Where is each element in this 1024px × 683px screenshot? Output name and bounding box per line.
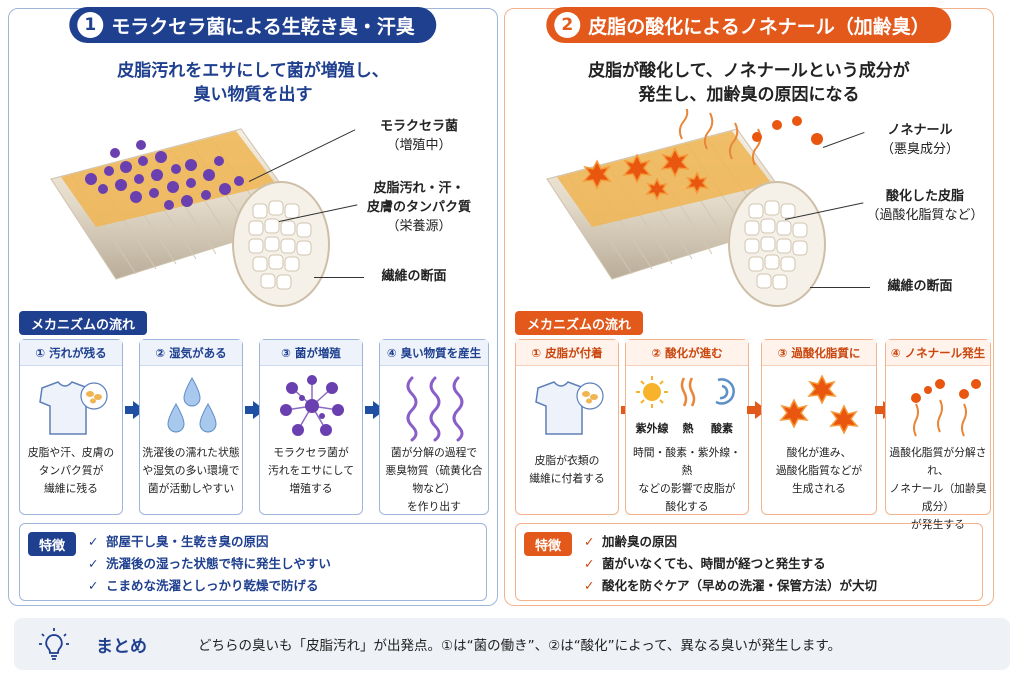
- check-icon: ✓: [88, 578, 99, 593]
- feature-item: ✓酸化を防ぐケア（早めの洗濯・保管方法）が大切: [584, 575, 877, 597]
- summary-bar: まとめ どちらの臭いも「皮脂汚れ」が出発点。①は“菌の働き”、②は“酸化”によっ…: [14, 618, 1010, 670]
- mechanism-label: メカニズムの流れ: [19, 311, 148, 335]
- fiber-oxidation-illustration: [546, 109, 826, 307]
- icon-label-uv: 紫外線: [636, 421, 669, 435]
- features-label: 特徴: [524, 532, 572, 556]
- step-card: ② 湿気がある 洗濯後の濡れた状態や湿気の多い環境で菌が活動しやすい: [139, 339, 243, 515]
- check-icon: ✓: [584, 578, 595, 593]
- step-title: ② 酸化が進む: [626, 340, 748, 366]
- moraxella-panel: 1 モラクセラ菌による生乾き臭・汗臭 皮脂汚れをエサにして菌が増殖し、 臭い物質…: [8, 7, 498, 606]
- panel-title: 2 皮脂の酸化によるノネナール（加齢臭）: [546, 7, 952, 43]
- shirt-icon: [39, 381, 108, 435]
- step-text: 洗濯後の濡れた状態や湿気の多い環境で菌が活動しやすい: [142, 446, 240, 495]
- mechanism-label: メカニズムの流れ: [515, 311, 644, 335]
- feature-item: ✓部屋干し臭・生乾き臭の原因: [88, 531, 331, 553]
- lightbulb-icon: [39, 628, 69, 660]
- features-box: 特徴 ✓加齢臭の原因 ✓菌がいなくても、時間が経つと発生する ✓酸化を防ぐケア（…: [515, 523, 983, 601]
- subtitle-line: 皮脂汚れをエサにして菌が増殖し、: [117, 61, 389, 81]
- icon-label-oxygen: 酸素: [711, 421, 733, 435]
- check-icon: ✓: [584, 556, 595, 571]
- callout-sebum: 皮脂汚れ・汗・皮膚のタンパク質（栄養源）: [366, 181, 471, 234]
- peroxide-burst-icon: [779, 374, 859, 435]
- oxygen-icon: [715, 378, 735, 405]
- nonenal-panel: 2 皮脂の酸化によるノネナール（加齢臭） 皮脂が酸化して、ノネナールという成分が…: [504, 7, 994, 606]
- step-card: ① 汚れが残る 皮脂や汗、皮膚のタンパク質が繊維に残る: [19, 339, 123, 515]
- check-icon: ✓: [88, 534, 99, 549]
- features-label: 特徴: [28, 532, 76, 556]
- callout-fiber: 繊維の断面: [887, 279, 953, 294]
- subtitle-line: 皮脂が酸化して、ノネナールという成分が: [588, 61, 910, 81]
- step-title: ③ 過酸化脂質に: [762, 340, 876, 366]
- sun-icon: [636, 376, 668, 408]
- step-text: 酸化が進み、過酸化脂質などが生成される: [775, 446, 863, 495]
- subtitle-line: 発生し、加齢臭の原因になる: [638, 85, 860, 105]
- step-text: 時間・酸素・紫外線・熱などの影響で皮脂が酸化する: [633, 446, 741, 513]
- fiber-bacteria-illustration: [50, 128, 330, 307]
- step-card: ④ ノネナール発生 過酸化脂質が分解され、ノネナール（加齢臭成分）が発生する: [885, 339, 991, 531]
- features-box: 特徴 ✓部屋干し臭・生乾き臭の原因 ✓洗濯後の湿った状態で特に発生しやすい ✓こ…: [19, 523, 487, 601]
- check-icon: ✓: [584, 534, 595, 549]
- oxidation-factors-icon: 紫外線 熱 酸素: [636, 376, 735, 435]
- step-title: ① 汚れが残る: [20, 340, 122, 366]
- bacteria-cluster-icon: [280, 375, 344, 436]
- step-title: ③ 菌が増殖: [260, 340, 362, 366]
- icon-label-heat: 熱: [683, 421, 694, 435]
- callout-fiber: 繊維の断面: [381, 269, 447, 284]
- step-title: ④ 臭い物質を産生: [380, 340, 488, 366]
- step-title: ① 皮脂が付着: [516, 340, 618, 366]
- panel-subtitle: 皮脂汚れをエサにして菌が増殖し、 臭い物質を出す: [9, 59, 497, 107]
- panel-title: 1 モラクセラ菌による生乾き臭・汗臭: [69, 7, 437, 43]
- summary-text: どちらの臭いも「皮脂汚れ」が出発点。①は“菌の働き”、②は“酸化”によって、異な…: [198, 638, 842, 654]
- step-text: 過酸化脂質が分解され、ノネナール（加齢臭成分）が発生する: [889, 446, 987, 531]
- callout-oxidized-sebum: 酸化した皮脂（過酸化脂質など）: [866, 189, 984, 223]
- panel-subtitle: 皮脂が酸化して、ノネナールという成分が 発生し、加齢臭の原因になる: [505, 59, 993, 107]
- feature-item: ✓加齢臭の原因: [584, 531, 877, 553]
- subtitle-line: 臭い物質を出す: [193, 85, 313, 105]
- step-text: 菌が分解の過程で悪臭物質（硫黄化合物など）を作り出す: [385, 446, 483, 513]
- panel-title-text: モラクセラ菌による生乾き臭・汗臭: [111, 15, 415, 38]
- odor-waves-icon: [406, 376, 464, 442]
- heat-icon: [680, 377, 696, 407]
- callout-nonenal: ノネナール（悪臭成分）: [880, 123, 959, 157]
- features-list: ✓部屋干し臭・生乾き臭の原因 ✓洗濯後の湿った状態で特に発生しやすい ✓こまめな…: [88, 531, 331, 597]
- nonenal-release-icon: [911, 379, 981, 437]
- panel-title-text: 皮脂の酸化によるノネナール（加齢臭）: [588, 15, 930, 38]
- feature-item: ✓菌がいなくても、時間が経つと発生する: [584, 553, 877, 575]
- feature-item: ✓こまめな洗濯としっかり乾燥で防げる: [88, 575, 331, 597]
- features-list: ✓加齢臭の原因 ✓菌がいなくても、時間が経つと発生する ✓酸化を防ぐケア（早めの…: [584, 531, 877, 597]
- step-card: ③ 菌が増殖 モラクセラ菌が汚れをエサにして増殖する: [259, 339, 363, 515]
- callout-bacteria: モラクセラ菌（増殖中）: [379, 119, 458, 153]
- step-card: ④ 臭い物質を産生 菌が分解の過程で悪臭物質（硫黄化合物など）を作り出す: [379, 339, 489, 515]
- step-text: 皮脂が衣類の繊維に付着する: [529, 454, 605, 485]
- water-drops-icon: [167, 376, 217, 433]
- step-title: ④ ノネナール発生: [886, 340, 990, 366]
- step-card: ③ 過酸化脂質に 酸化が進み、過酸化脂質などが生成される: [761, 339, 877, 515]
- panel-number: 2: [554, 12, 581, 38]
- step-card: ② 酸化が進む 紫外線 熱 酸素 時間・酸素・紫外線・熱などの影響で皮脂が酸化す…: [625, 339, 749, 515]
- summary-title: まとめ: [96, 636, 147, 657]
- panel-number: 1: [77, 12, 104, 38]
- step-title: ② 湿気がある: [140, 340, 242, 366]
- check-icon: ✓: [88, 556, 99, 571]
- feature-item: ✓洗濯後の湿った状態で特に発生しやすい: [88, 553, 331, 575]
- step-text: モラクセラ菌が汚れをエサにして増殖する: [267, 446, 355, 495]
- step-card: ① 皮脂が付着 皮脂が衣類の繊維に付着する: [515, 339, 619, 515]
- step-text: 皮脂や汗、皮膚のタンパク質が繊維に残る: [27, 446, 115, 495]
- shirt-icon: [535, 381, 604, 435]
